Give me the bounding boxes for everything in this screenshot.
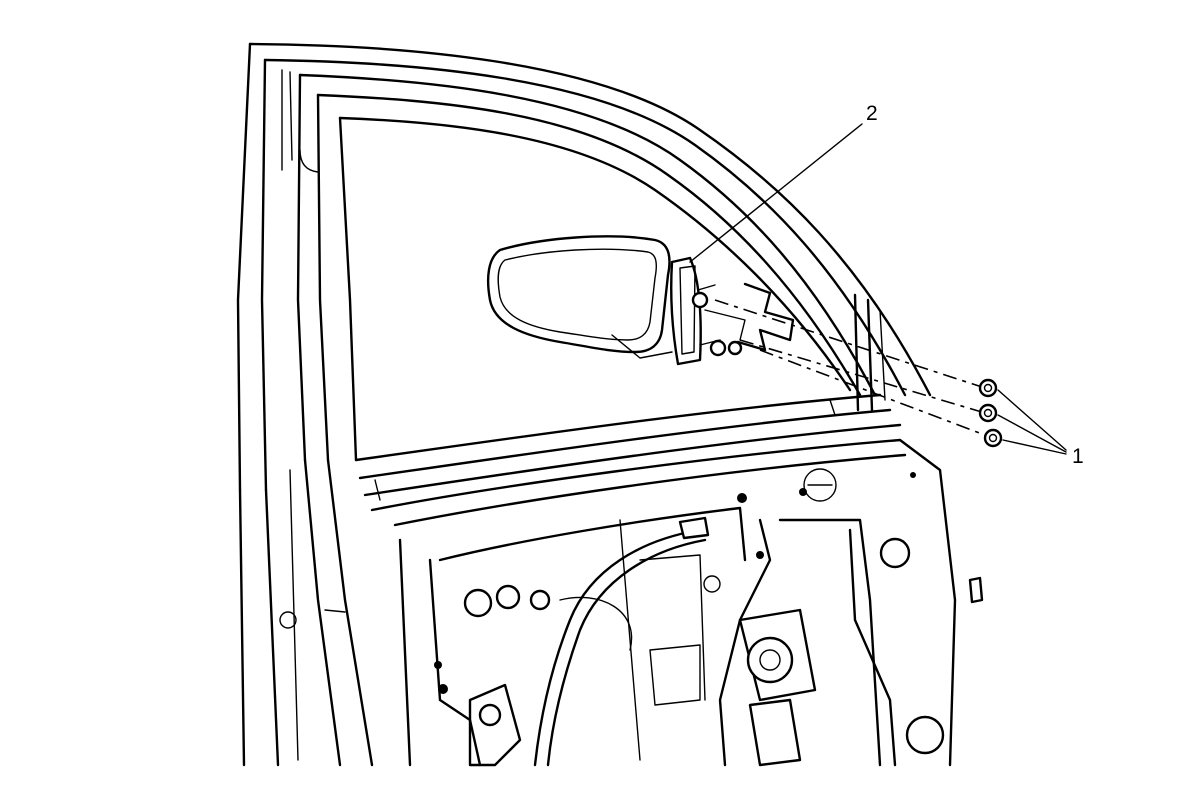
mirror-mounting-nuts (714, 299, 1003, 448)
window-beltline (354, 293, 902, 501)
callout-1-label: 1 (1072, 445, 1084, 468)
callout-2: 2 (689, 102, 878, 263)
inner-door-panel (370, 438, 984, 767)
outside-mirror-assembly (486, 235, 795, 366)
callout-1: 1 (997, 389, 1084, 468)
callout-2-label: 2 (866, 102, 878, 125)
door-window-frame (236, 42, 932, 767)
